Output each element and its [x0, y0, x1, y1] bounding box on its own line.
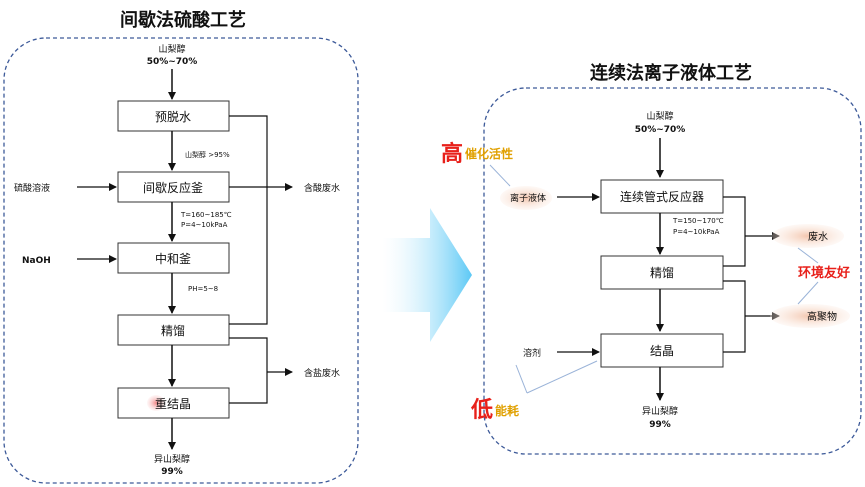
- high-callout-line: [489, 164, 511, 187]
- left-line-distillation-to-waste: [229, 187, 268, 325]
- eco-callout-line-bottom: [797, 281, 819, 305]
- left-line-dehydration-to-waste: [229, 115, 268, 187]
- low-callout-line-left: [515, 364, 528, 394]
- right-box-distillation: [600, 255, 724, 290]
- right-box-crystallization: [600, 333, 724, 368]
- left-step-reactor: 间歇反应釜: [143, 180, 203, 195]
- left-box-reactor: [117, 171, 230, 203]
- right-container: [483, 87, 862, 455]
- wastewater-bubble: [772, 224, 844, 248]
- left-step-recrystallization: 重结晶: [155, 397, 191, 411]
- right-product: 异山梨醇: [642, 405, 678, 417]
- right-title: 连续法离子液体工艺: [590, 62, 752, 84]
- left-step-distillation: 精馏: [161, 324, 185, 338]
- left-output-acid-waste: 含酸废水: [304, 182, 340, 194]
- eco-callout-line-top: [797, 247, 819, 264]
- left-box-recrystallization: [117, 387, 230, 419]
- left-product: 异山梨醇: [154, 453, 190, 465]
- left-cond-temp: T=160~185℃: [180, 211, 232, 219]
- right-line-reactor-waste: [723, 196, 746, 267]
- right-step-reactor: 连续管式反应器: [620, 189, 704, 204]
- left-product-purity: 99%: [161, 467, 183, 477]
- eco-friendly-callout: 环境友好: [798, 265, 850, 281]
- right-cond-temp: T=150~170℃: [672, 217, 724, 225]
- left-step-neutralizer: 中和釜: [155, 251, 191, 266]
- left-step-dehydration: 预脱水: [155, 109, 191, 124]
- right-input-concentration: 50%~70%: [635, 125, 686, 135]
- left-line-distillation-salt: [229, 337, 268, 404]
- right-line-distillation-polymer: [723, 280, 746, 353]
- ionic-liquid-bubble: [500, 186, 552, 210]
- high-callout-char: 高: [441, 141, 463, 167]
- left-box-neutralizer: [117, 242, 230, 274]
- right-box-reactor: [600, 179, 724, 214]
- left-input-material: 山梨醇: [158, 43, 185, 55]
- right-side-input-ionic: 离子液体: [510, 192, 546, 204]
- left-title: 间歇法硫酸工艺: [120, 9, 246, 31]
- right-output-wastewater: 废水: [808, 230, 828, 243]
- left-box-distillation: [117, 314, 230, 346]
- left-side-input-acid: 硫酸溶液: [14, 182, 50, 194]
- low-callout-text: 能耗: [495, 403, 519, 418]
- big-transition-arrow: [382, 208, 472, 342]
- right-output-polymer: 高聚物: [807, 310, 837, 323]
- left-input-concentration: 50%~70%: [147, 57, 198, 67]
- low-callout-char: 低: [470, 398, 493, 423]
- polymer-bubble: [770, 304, 850, 328]
- right-cond-pressure: P=4~10kPaA: [673, 228, 720, 236]
- left-cond-pressure: P=4~10kPaA: [181, 221, 228, 229]
- right-step-crystallization: 结晶: [650, 344, 674, 358]
- right-input-material: 山梨醇: [646, 110, 673, 122]
- high-callout-text: 催化活性: [465, 146, 513, 161]
- left-output-salt-waste: 含盐废水: [304, 367, 340, 379]
- left-container: [3, 37, 359, 484]
- left-note-dehydration: 山梨醇 >95%: [185, 150, 230, 159]
- right-step-distillation: 精馏: [650, 266, 674, 280]
- left-ph-note: PH=5~8: [188, 285, 218, 293]
- left-recrystallization-highlight: [147, 395, 165, 411]
- low-callout-line-right: [526, 360, 598, 394]
- right-product-purity: 99%: [649, 420, 671, 430]
- right-side-input-solvent: 溶剂: [523, 347, 541, 359]
- left-side-input-naoh: NaOH: [22, 256, 51, 266]
